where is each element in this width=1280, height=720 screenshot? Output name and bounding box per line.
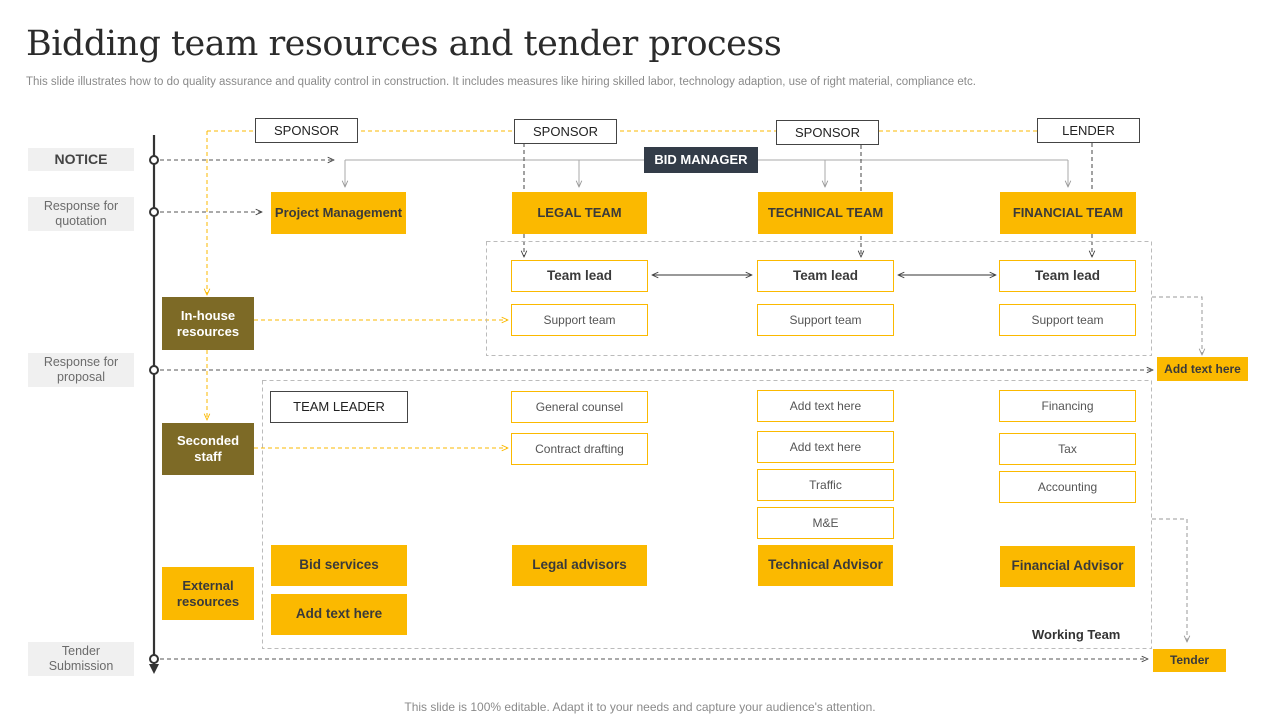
- bid-manager-box: BID MANAGER: [644, 147, 758, 173]
- technical-item-1: Add text here: [757, 390, 894, 422]
- technical-team-lead: Team lead: [757, 260, 894, 292]
- sponsor-box-3: SPONSOR: [776, 120, 879, 145]
- sponsor-box-2: SPONSOR: [514, 119, 617, 144]
- bid-services-box: Bid services: [271, 545, 407, 586]
- legal-team-lead: Team lead: [511, 260, 648, 292]
- add-text-here-output: Add text here: [1157, 357, 1248, 381]
- financial-team-lead: Team lead: [999, 260, 1136, 292]
- mne-box: M&E: [757, 507, 894, 539]
- seconded-staff-box: Seconded staff: [162, 423, 254, 475]
- general-counsel-box: General counsel: [511, 391, 648, 423]
- page-title: Bidding team resources and tender proces…: [26, 24, 782, 64]
- legal-support-team: Support team: [511, 304, 648, 336]
- page-subtitle: This slide illustrates how to do quality…: [26, 76, 976, 88]
- accounting-box: Accounting: [999, 471, 1136, 503]
- timeline-arrow: [149, 664, 159, 674]
- working-team-group: [262, 380, 1152, 649]
- external-resources-box: External resources: [162, 567, 254, 620]
- tax-box: Tax: [999, 433, 1136, 465]
- inhouse-resources-box: In-house resources: [162, 297, 254, 350]
- technical-item-2: Add text here: [757, 431, 894, 463]
- stage-tender-submission: Tender Submission: [28, 642, 134, 676]
- stage-notice: NOTICE: [28, 148, 134, 171]
- working-team-label: Working Team: [1032, 627, 1121, 642]
- legal-advisors-box: Legal advisors: [512, 545, 647, 586]
- lender-box: LENDER: [1037, 118, 1140, 143]
- financial-team-box: FINANCIAL TEAM: [1000, 192, 1136, 234]
- leads-group: [486, 241, 1152, 356]
- sponsor-box-1: SPONSOR: [255, 118, 358, 143]
- project-management-box: Project Management: [271, 192, 406, 234]
- financial-support-team: Support team: [999, 304, 1136, 336]
- add-text-box: Add text here: [271, 594, 407, 635]
- footer-note: This slide is 100% editable. Adapt it to…: [404, 700, 876, 714]
- financing-box: Financing: [999, 390, 1136, 422]
- financial-advisor-box: Financial Advisor: [1000, 546, 1135, 587]
- technical-team-box: TECHNICAL TEAM: [758, 192, 893, 234]
- contract-drafting-box: Contract drafting: [511, 433, 648, 465]
- stage-response-for-proposal: Response for proposal: [28, 353, 134, 387]
- tender-output: Tender: [1153, 649, 1226, 672]
- technical-advisor-box: Technical Advisor: [758, 545, 893, 586]
- team-leader-box: TEAM LEADER: [270, 391, 408, 423]
- stage-response-for-quotation: Response for quotation: [28, 197, 134, 231]
- traffic-box: Traffic: [757, 469, 894, 501]
- technical-support-team: Support team: [757, 304, 894, 336]
- legal-team-box: LEGAL TEAM: [512, 192, 647, 234]
